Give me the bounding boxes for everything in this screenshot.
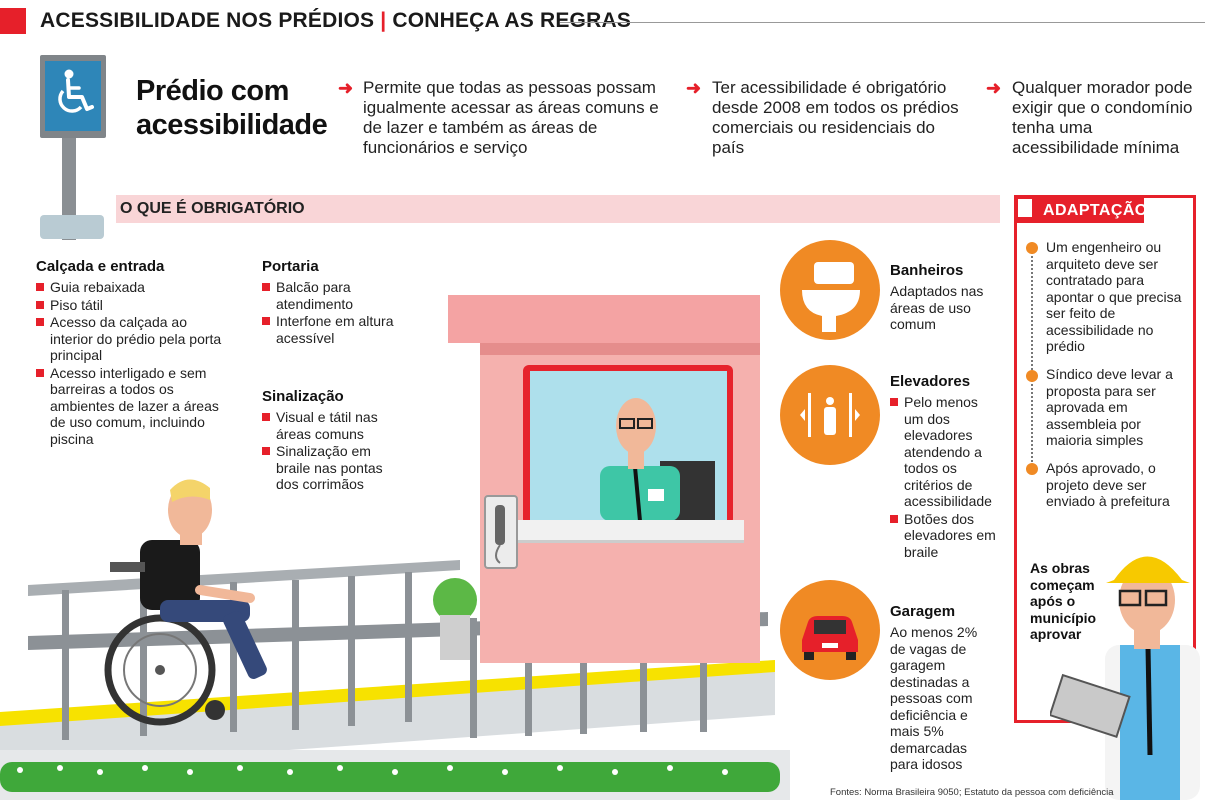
portaria-title: Portaria [262,258,319,275]
sign-pole [62,130,76,240]
adaptacao-step-2: Síndico deve levar a proposta para ser a… [1046,366,1173,448]
calcada-title: Calçada e entrada [36,258,165,275]
header-title: ACESSIBILIDADE NOS PRÉDIOS|CONHEÇA AS RE… [40,9,631,33]
adaptacao-header-mark [1018,199,1032,217]
adaptacao-note: As obras começam após o município aprova… [1030,560,1097,642]
banheiros-text: Adaptados nas áreas de uso comum [890,283,984,332]
toilet-icon [780,240,880,340]
main-title: Prédio com acessibilidade [136,75,328,141]
sinalizacao-list: Visual e tátil nas áreas comuns Sinaliza… [262,409,402,494]
arrow-icon: ➜ [686,78,702,98]
doorman-illustration [600,398,715,522]
ramp-scene-illustration [0,560,790,800]
banheiros-title: Banheiros [890,262,964,279]
list-item: Piso tátil [36,297,226,314]
section-band-label: O QUE É OBRIGATÓRIO [120,200,305,217]
arrow-icon: ➜ [338,78,354,98]
car-icon [780,580,880,680]
adaptacao-title: ADAPTAÇÃO [1043,202,1148,219]
wheelchair-sign-icon [45,61,101,131]
section-band [116,195,1000,223]
header-title-right: CONHEÇA AS REGRAS [392,9,632,32]
building-roof [448,295,760,343]
elevator-icon [780,365,880,465]
intro-text-3: Qualquer morador pode exigir que o condo… [1012,78,1193,157]
reception-counter [518,520,744,543]
arrow-icon: ➜ [986,78,1002,98]
list-item: Guia rebaixada [36,279,226,296]
sign-base [40,215,104,239]
elevadores-list: Pelo menos um dos elevadores atendendo a… [890,394,1000,561]
sources-footer: Fontes: Norma Brasileira 9050; Estatuto … [830,787,1114,798]
list-item: Botões dos elevadores em braile [890,511,1000,561]
elevadores-title: Elevadores [890,373,971,390]
timeline-dot [1026,242,1038,254]
adaptacao-box [1014,195,1196,723]
garagem-text: Ao menos 2% de vagas de garagem destinad… [890,624,978,772]
timeline-dot [1026,463,1038,475]
list-item: Acesso interligado e sem barreiras a tod… [36,365,226,448]
intro-text-2: Ter acessibilidade é obrigatório desde 2… [712,78,959,157]
adaptacao-step-3: Após aprovado, o projeto deve ser enviad… [1046,460,1170,509]
portaria-list: Balcão para atendimento Interfone em alt… [262,279,412,347]
list-item: Acesso da calçada ao interior do prédio … [36,314,226,364]
list-item: Interfone em altura acessível [262,313,412,346]
building-shadow [480,343,760,355]
adaptacao-timeline [1031,248,1033,470]
list-item: Balcão para atendimento [262,279,412,312]
header-rule [560,22,1205,23]
list-item: Sinalização em braile nas pontas dos cor… [262,443,402,493]
adaptacao-step-1: Um engenheiro ou arquiteto deve ser cont… [1046,239,1182,354]
reception-window [530,371,727,522]
header-title-left: ACESSIBILIDADE NOS PRÉDIOS [40,9,375,32]
list-item: Visual e tátil nas áreas comuns [262,409,402,442]
list-item: Pelo menos um dos elevadores atendendo a… [890,394,1000,510]
wheelchair-user-illustration [104,479,267,726]
engineer-illustration [1050,556,1200,800]
garagem-title: Garagem [890,603,956,620]
calcada-list: Guia rebaixada Piso tátil Acesso da calç… [36,279,226,448]
sinalizacao-title: Sinalização [262,388,344,405]
intro-text-1: Permite que todas as pessoas possam igua… [363,78,659,157]
header-accent-bar [0,8,26,34]
timeline-dot [1026,370,1038,382]
intercom-icon [484,495,518,569]
header-separator: | [380,9,387,32]
adaptacao-header [1014,195,1144,223]
